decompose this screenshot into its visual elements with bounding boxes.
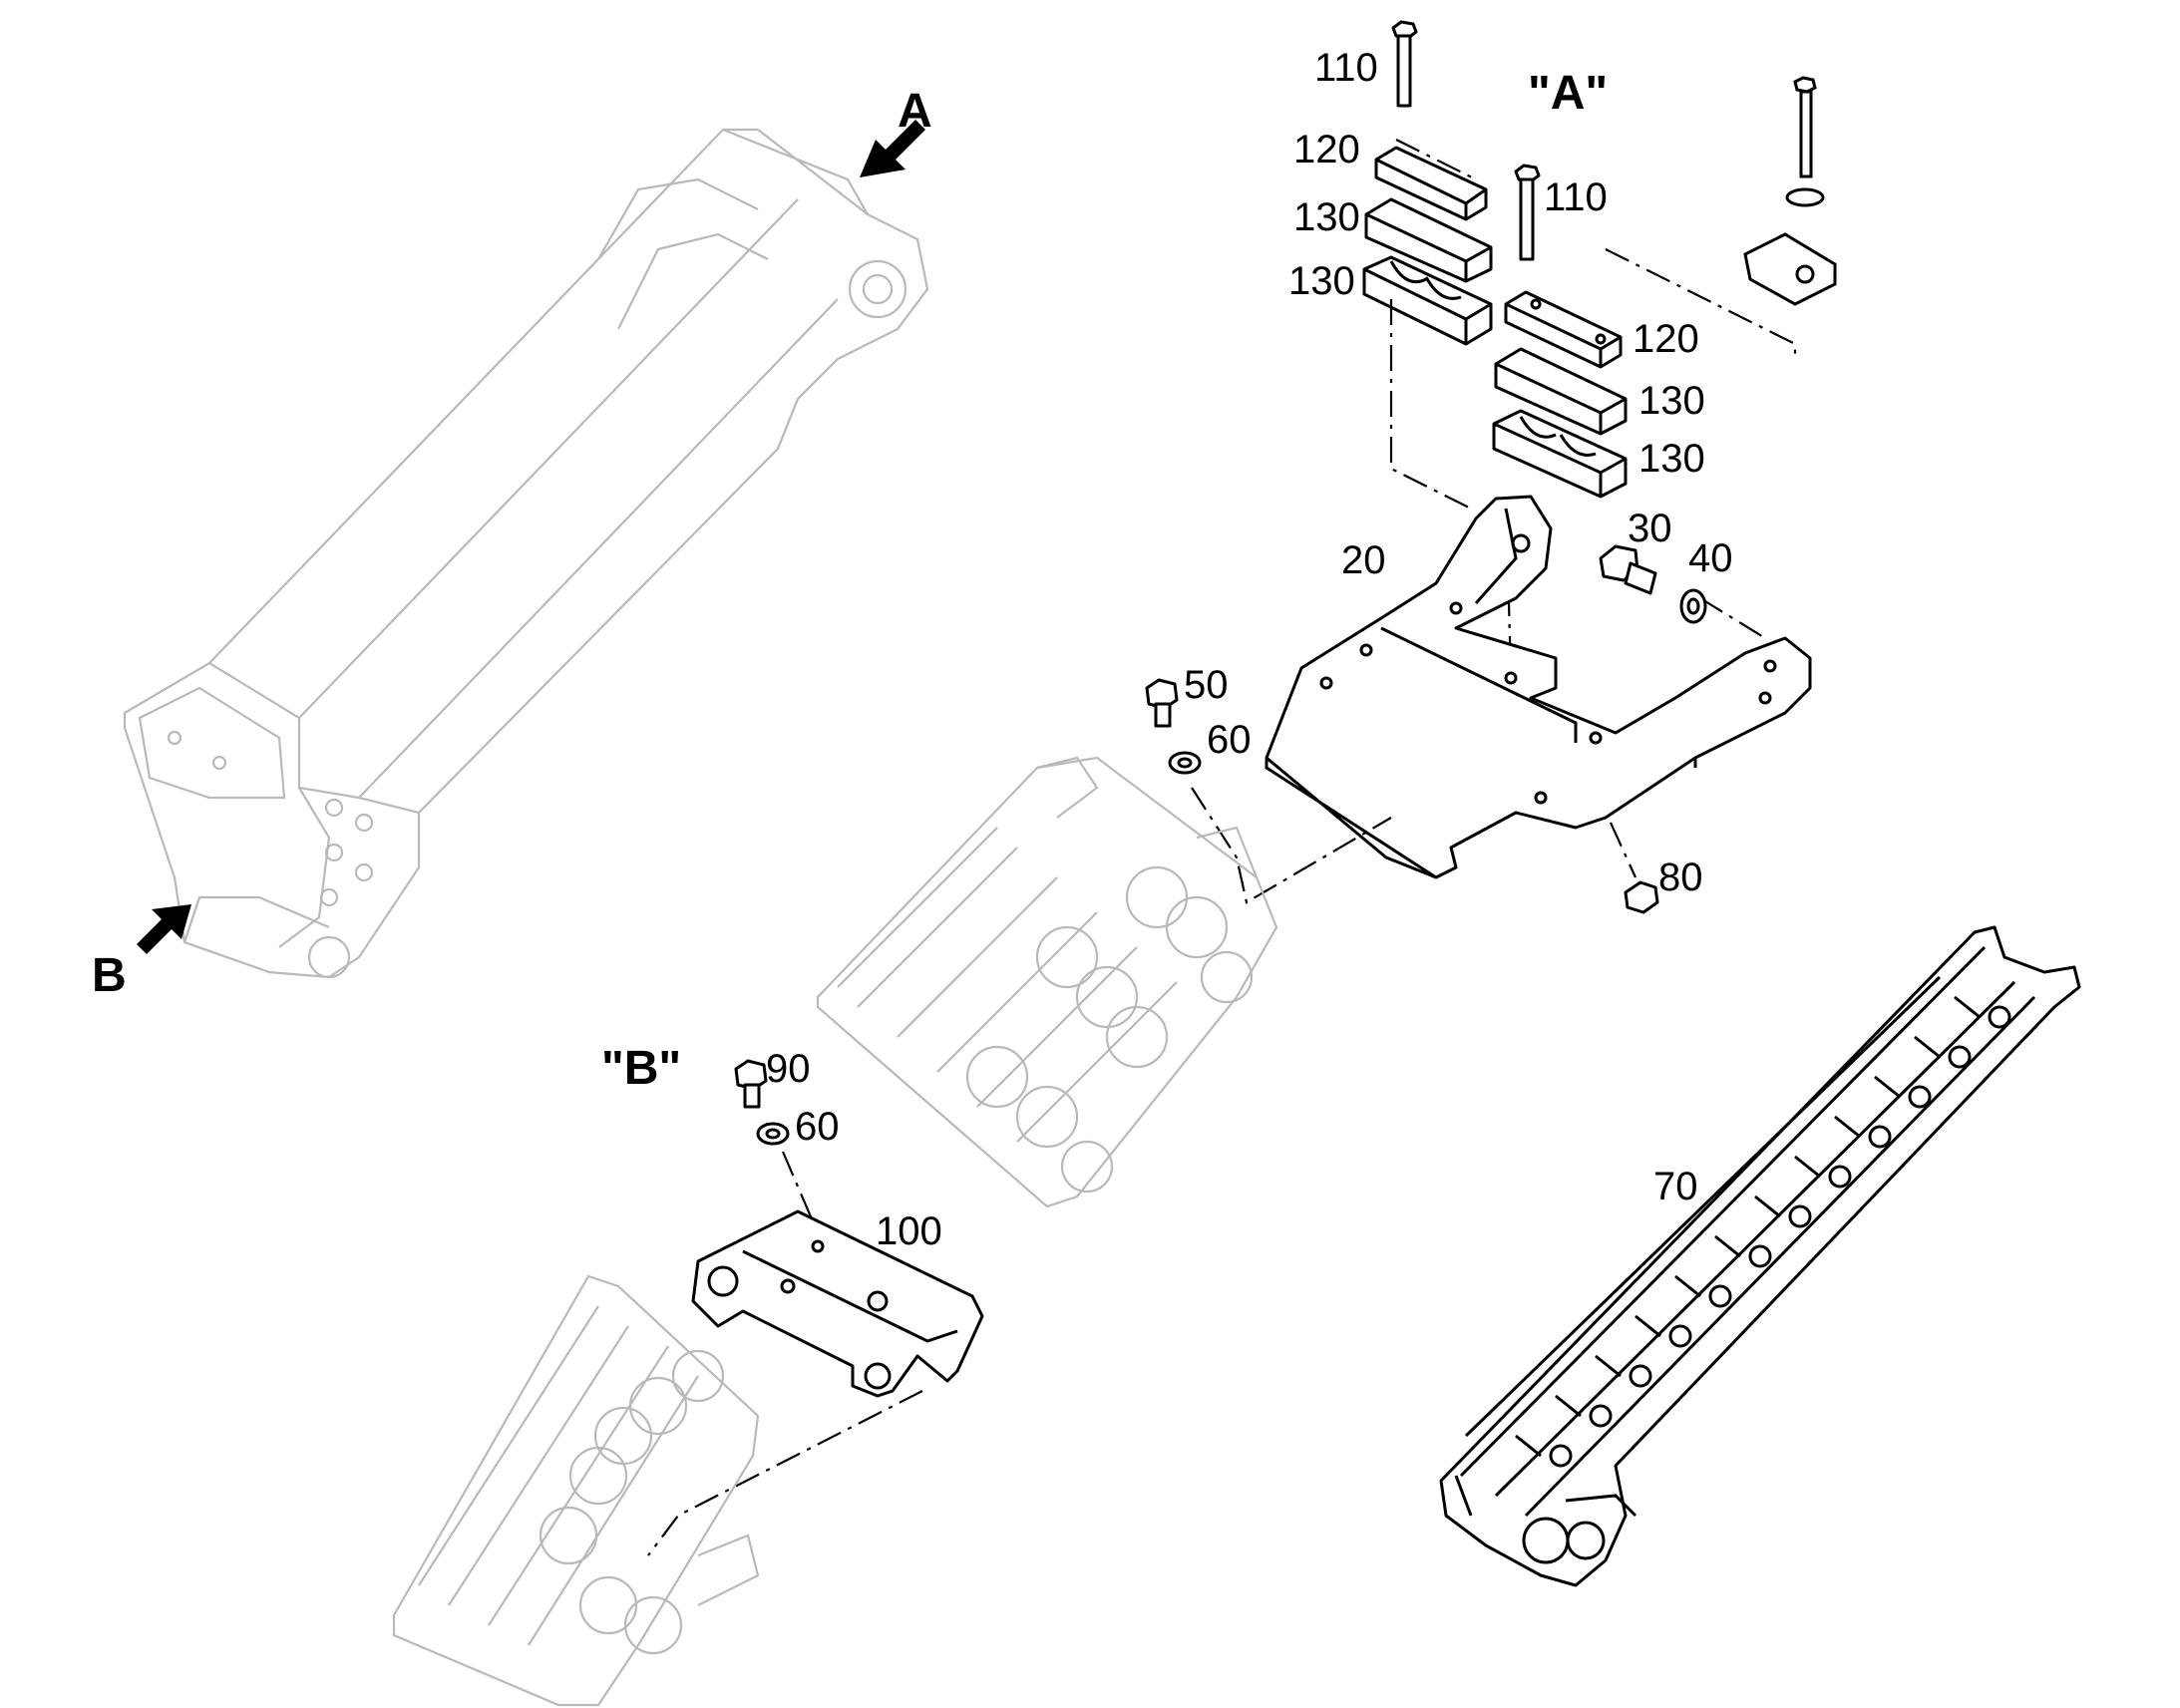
callout-50: 50 — [1184, 663, 1229, 707]
view-label-a: A — [898, 85, 932, 138]
clamp-plate-120-left — [1374, 139, 1488, 221]
callout-130-upper-left: 130 — [1293, 195, 1360, 239]
alignment-line-a3 — [1605, 248, 1797, 354]
bracket-100 — [691, 1209, 984, 1398]
callout-30: 30 — [1628, 507, 1672, 550]
callout-40: 40 — [1688, 536, 1733, 580]
callout-60-upper: 60 — [1207, 718, 1252, 762]
callout-20: 20 — [1341, 538, 1386, 582]
callout-80: 80 — [1658, 855, 1703, 899]
callout-70: 70 — [1653, 1165, 1698, 1208]
callout-110-left: 110 — [1314, 46, 1378, 90]
bolt-with-washer-right — [1743, 76, 1837, 306]
callout-110-right: 110 — [1544, 175, 1608, 219]
washer-40 — [1679, 588, 1707, 624]
clamp-half-130-upper-left — [1364, 197, 1493, 283]
clamp-plate-120-right — [1504, 290, 1623, 369]
bolt-90 — [734, 1059, 768, 1109]
alignment-line-a4 — [1699, 597, 1766, 639]
cable-chain-lower — [392, 1274, 760, 1707]
boom-arm — [123, 128, 929, 979]
alignment-line-50 — [1191, 787, 1392, 904]
callout-60-lower: 60 — [795, 1105, 840, 1149]
view-arrow-b-icon — [137, 904, 191, 954]
callout-120-left: 120 — [1293, 128, 1360, 171]
callout-130-upper-right: 130 — [1638, 379, 1705, 423]
callout-130-lower-right: 130 — [1638, 437, 1705, 481]
nut-80 — [1609, 822, 1659, 914]
detail-title-b: "B" — [601, 1042, 682, 1095]
chain-link-pattern — [1515, 995, 2011, 1468]
alignment-line-100 — [647, 1390, 923, 1556]
detail-title-a: "A" — [1528, 67, 1609, 120]
callout-130-lower-left: 130 — [1288, 259, 1355, 303]
clamp-half-130-upper-right — [1494, 347, 1628, 436]
alignment-line-a1 — [1389, 299, 1472, 510]
view-label-b: B — [92, 949, 127, 1002]
callout-120-right: 120 — [1633, 317, 1699, 361]
clamp-half-130-lower-right — [1492, 409, 1628, 499]
callout-90: 90 — [766, 1047, 811, 1091]
washer-60-upper — [1168, 751, 1202, 775]
bolt-30 — [1599, 544, 1657, 595]
view-arrow-a-icon — [860, 120, 925, 177]
bolt-50 — [1145, 678, 1179, 728]
cable-chain-70 — [1439, 925, 2081, 1587]
clamp-half-130-lower-left — [1362, 255, 1493, 346]
cable-chain-upper — [816, 756, 1278, 1208]
callout-100: 100 — [876, 1209, 942, 1253]
washer-60-lower — [756, 1122, 790, 1146]
mounting-bracket-20 — [1265, 495, 1812, 879]
bolt-110-right — [1514, 164, 1541, 261]
bolt-110-left — [1391, 20, 1418, 108]
